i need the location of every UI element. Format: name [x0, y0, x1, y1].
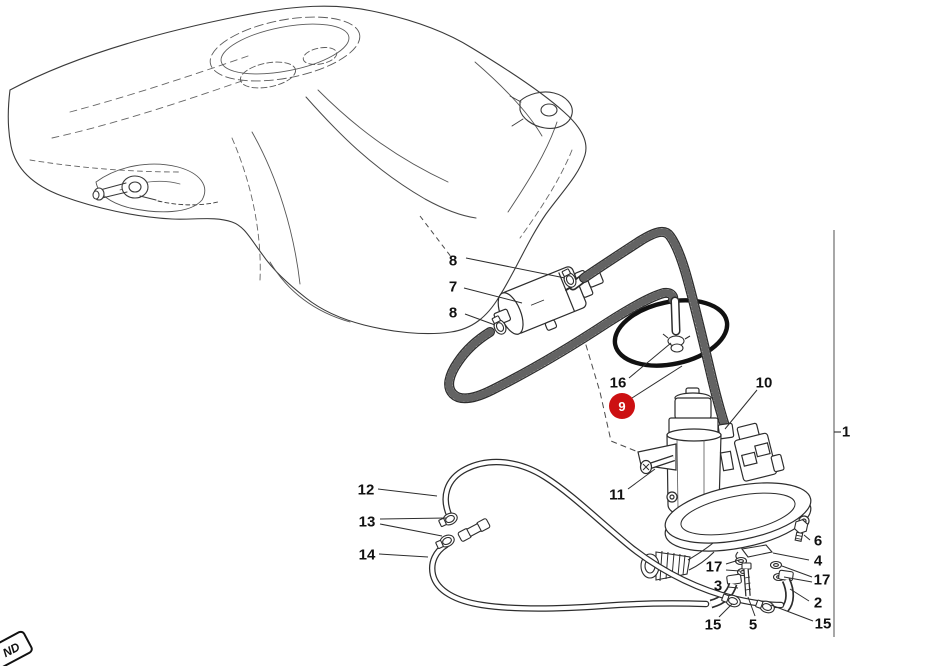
- part-label-12[interactable]: 12: [357, 481, 375, 499]
- fuel-tap: [92, 175, 219, 206]
- part-label-15[interactable]: 15: [704, 616, 722, 634]
- assembly-guide-lines: [419, 215, 649, 457]
- part-label-17[interactable]: 17: [705, 558, 723, 576]
- part-label-7[interactable]: 7: [448, 278, 458, 296]
- hose-joiner-fitting: [457, 518, 491, 542]
- part-label-3[interactable]: 3: [713, 577, 723, 595]
- hose-clamp-13-top: [437, 510, 460, 530]
- part-label-13[interactable]: 13: [358, 513, 376, 531]
- part-label-10[interactable]: 10: [755, 374, 773, 392]
- part-label-8[interactable]: 8: [448, 304, 458, 322]
- part-label-17[interactable]: 17: [813, 571, 831, 589]
- braided-hose-filter-to-tank: [444, 287, 681, 404]
- part-label-11[interactable]: 11: [609, 486, 625, 504]
- part-label-5[interactable]: 5: [748, 616, 758, 634]
- hose-clamp-15-right: [754, 597, 777, 616]
- part-label-4[interactable]: 4: [813, 552, 823, 570]
- mounting-tab: [509, 91, 573, 129]
- part-label-8[interactable]: 8: [448, 252, 458, 270]
- part-label-16[interactable]: 16: [609, 374, 627, 392]
- leader-lines: [377, 257, 814, 622]
- part-label-6[interactable]: 6: [813, 532, 823, 550]
- o-ring-seal: [612, 298, 730, 368]
- part-label-14[interactable]: 14: [358, 546, 376, 564]
- fuel-pump-drawing: [637, 387, 812, 552]
- filler-recess: [209, 16, 361, 89]
- hose-clip-16: [662, 333, 691, 353]
- part-label-2[interactable]: 2: [813, 594, 823, 612]
- part-label-15[interactable]: 15: [814, 615, 832, 633]
- highlighted-part-label-9[interactable]: 9: [609, 393, 635, 419]
- fuel-tank-drawing: [7, 5, 587, 335]
- braided-hose-filter-to-pump: [565, 226, 731, 434]
- group-bracket-1: [833, 230, 841, 637]
- part-label-1[interactable]: 1: [841, 423, 851, 441]
